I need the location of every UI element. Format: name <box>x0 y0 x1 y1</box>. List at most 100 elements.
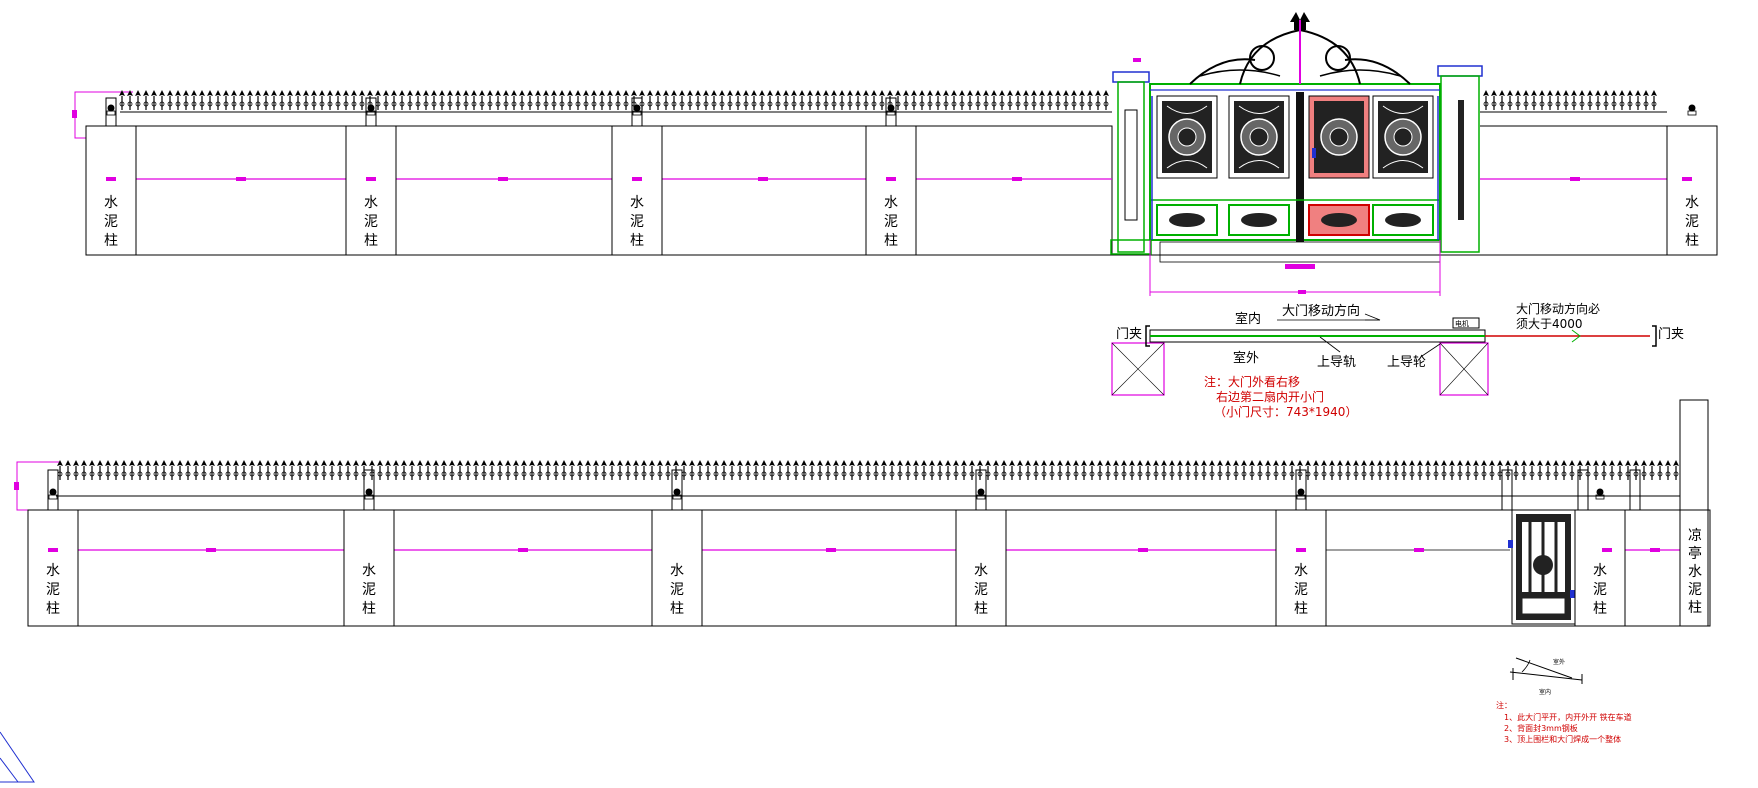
concrete-post-cap <box>632 104 642 116</box>
fence-spear <box>928 459 936 481</box>
fence-spear <box>624 459 632 481</box>
fence-spear <box>1102 89 1110 111</box>
fence-spear <box>206 89 214 111</box>
fence-spear <box>488 459 496 481</box>
fence-spear <box>800 459 808 481</box>
post-label: 泥 <box>104 214 118 230</box>
fence-spear <box>1560 459 1568 481</box>
fence-spear <box>1376 459 1384 481</box>
fence-spear <box>350 89 358 111</box>
fence-spear <box>320 459 328 481</box>
fence-spear <box>1578 89 1586 111</box>
fence-spear <box>766 89 774 111</box>
notes-line-2: 2、背面封3mm钢板 <box>1504 723 1578 733</box>
concrete-post <box>345 125 397 256</box>
fence-spear <box>240 459 248 481</box>
concrete-post <box>1666 125 1718 256</box>
fence-spear <box>798 89 806 111</box>
concrete-post <box>1574 509 1626 627</box>
fence-pier <box>1629 469 1641 511</box>
fence-spear <box>720 459 728 481</box>
fence-spear <box>822 89 830 111</box>
fence-spear <box>192 459 200 481</box>
fence-spear <box>1160 459 1168 481</box>
fence-spear <box>1538 89 1546 111</box>
fence-spear <box>248 459 256 481</box>
fence-spear <box>142 89 150 111</box>
fence-spear <box>982 89 990 111</box>
fence-spear <box>1094 89 1102 111</box>
fence-spear <box>1216 459 1224 481</box>
plan-note-3: （小门尺寸：743*1940） <box>1214 404 1357 419</box>
fence-spear <box>872 459 880 481</box>
fence-spear <box>1032 459 1040 481</box>
fence-spear <box>1544 459 1552 481</box>
fence-spear <box>1176 459 1184 481</box>
dimension-mark <box>826 548 836 552</box>
fence-spear <box>470 89 478 111</box>
plan-indoor-label: 室内 <box>1235 311 1261 327</box>
fence-spear <box>104 459 112 481</box>
fence-spear <box>694 89 702 111</box>
fence-spear <box>1040 459 1048 481</box>
direction-note-2: 须大于4000 <box>1516 317 1583 331</box>
swing-outdoor: 室外 <box>1553 658 1565 666</box>
fence-spear <box>158 89 166 111</box>
fence-spear <box>902 89 910 111</box>
fence-spear <box>1480 459 1488 481</box>
fence-spear <box>88 459 96 481</box>
fence-spear <box>1168 459 1176 481</box>
notes-line-3: 3、顶上围栏和大门焊成一个整体 <box>1504 734 1621 744</box>
fence-spear <box>1088 459 1096 481</box>
fence-spear <box>376 459 384 481</box>
fence-spear <box>152 459 160 481</box>
fence-spear <box>392 459 400 481</box>
fence-spear <box>958 89 966 111</box>
fence-spear <box>1536 459 1544 481</box>
fence-spear <box>96 459 104 481</box>
fence-spear <box>1432 459 1440 481</box>
fence-spear <box>944 459 952 481</box>
concrete-post-cap <box>1296 488 1306 500</box>
fence-spear <box>606 89 614 111</box>
fence-spear <box>64 459 72 481</box>
fence-spear <box>566 89 574 111</box>
gate-clamp-left: 门夹 <box>1116 327 1142 342</box>
fence-spear <box>960 459 968 481</box>
fence-spear <box>1022 89 1030 111</box>
fence-spear <box>504 459 512 481</box>
fence-spear <box>1136 459 1144 481</box>
fence-spear <box>1594 89 1602 111</box>
fence-spear <box>710 89 718 111</box>
fence-spear <box>472 459 480 481</box>
dimension-mark <box>498 177 508 181</box>
fence-spear <box>520 459 528 481</box>
fence-spear <box>552 459 560 481</box>
fence-spear <box>974 89 982 111</box>
fence-spear <box>990 89 998 111</box>
fence-spear <box>768 459 776 481</box>
fence-spear <box>934 89 942 111</box>
fence-spear <box>160 459 168 481</box>
fence-spear <box>712 459 720 481</box>
fence-spear <box>1570 89 1578 111</box>
concrete-post <box>865 125 917 256</box>
fence-spear <box>1152 459 1160 481</box>
fence-spear <box>1440 459 1448 481</box>
fence-spear <box>688 459 696 481</box>
dimension-mark <box>366 177 376 181</box>
post-label: 泥 <box>364 214 378 230</box>
plan-view: 室内 室外 大门移动方向 大门移动方向必 须大于4000 门夹 门夹 上导轨 上… <box>1111 301 1684 419</box>
fence-spear <box>750 89 758 111</box>
fence-spear <box>1184 459 1192 481</box>
fence-spear <box>280 459 288 481</box>
fence-spear <box>1352 459 1360 481</box>
post-label: 柱 <box>630 233 644 249</box>
fence-spear <box>880 459 888 481</box>
plan-note-1: 注：大门外看右移 <box>1204 374 1300 389</box>
fence-spear <box>72 459 80 481</box>
fence-spear <box>144 459 152 481</box>
fence-spear <box>854 89 862 111</box>
pavilion-post-label: 凉 亭 水 泥 柱 <box>1688 528 1702 616</box>
fence-spear <box>1522 89 1530 111</box>
